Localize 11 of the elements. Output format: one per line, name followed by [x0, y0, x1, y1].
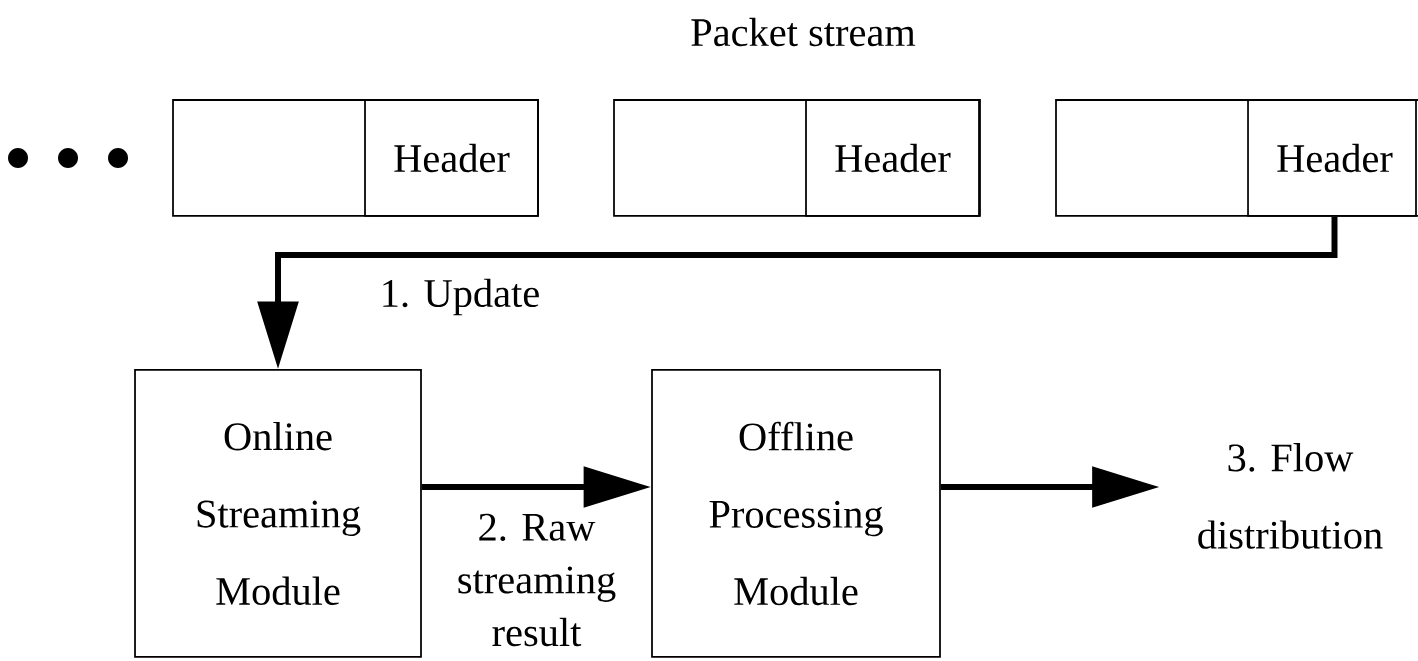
- packet-box: [613, 99, 981, 217]
- header-cell: Header: [805, 99, 980, 217]
- title: Packet stream: [691, 17, 916, 47]
- module-box: Online Streaming Module: [134, 369, 422, 658]
- module-box: Offline Processing Module: [651, 369, 941, 658]
- packet-box: [1055, 99, 1417, 217]
- output-label: 3. Flow distribution: [1198, 443, 1383, 549]
- header-cell: Header: [1247, 99, 1418, 217]
- header-cell: Header: [364, 99, 539, 217]
- edge-label: 1. Update: [383, 278, 539, 316]
- edge-label: 2. Raw streaming result: [458, 513, 616, 647]
